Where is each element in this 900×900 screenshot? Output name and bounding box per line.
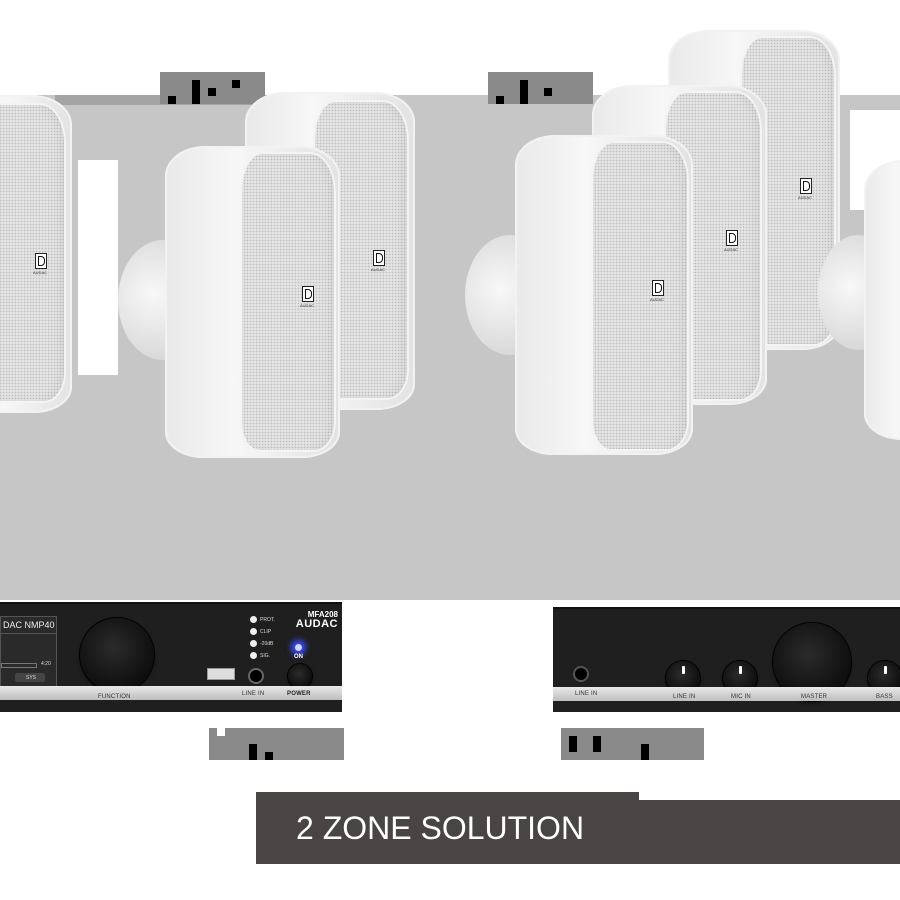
led-clip [250,628,257,635]
power-led [295,644,302,651]
speaker-2: AUDAC [165,146,340,458]
amplifier-right: LINE IN LINE IN MIC IN MASTER BASS [553,607,900,712]
display-progress [1,663,37,668]
line-in-jack[interactable] [573,666,589,682]
amplifier-left: DAC NMP40 4:20 SYS PROT. CLIP -20dB SIG.… [0,602,342,712]
front-strip: LINE IN LINE IN MIC IN MASTER BASS [553,687,900,701]
led-20db [250,640,257,647]
audac-logo-icon: AUDAC [650,280,664,302]
speaker-group-label-right [488,72,593,104]
speaker-1: AUDAC [0,95,72,413]
power-indicator-label: ON [294,654,303,660]
banner-title: 2 ZONE SOLUTION [296,810,585,846]
audac-logo-icon: AUDAC [300,286,314,308]
speaker-grille [0,103,66,403]
sys-button[interactable]: SYS [15,673,45,682]
speaker-partial-right [864,160,900,440]
amplifier-label-left [209,728,344,760]
led-prot [250,616,257,623]
audac-logo-icon: AUDAC [798,178,812,200]
audac-logo-icon: AUDAC [33,253,47,275]
display-panel: DAC NMP40 4:20 SYS [0,616,57,688]
amplifier-label-right [561,728,704,760]
audac-logo-icon: AUDAC [724,230,738,252]
function-knob[interactable] [80,618,154,692]
audac-logo-icon: AUDAC [371,250,385,272]
brand-logo: AUDAC [295,618,338,630]
usb-port[interactable] [207,668,235,680]
speaker-grille [591,141,689,451]
power-button[interactable] [288,664,312,688]
backdrop-white-left [78,160,118,375]
led-sig [250,652,257,659]
front-strip: FUNCTION LINE IN POWER [0,686,342,700]
solution-banner: 2 ZONE SOLUTION [256,792,900,864]
model-label: MFA208 [307,610,338,619]
banner-notch [639,792,900,800]
display-title: DAC NMP40 [3,620,55,630]
speaker-group-label-left [160,72,265,104]
line-in-jack[interactable] [248,668,264,684]
speaker-4: AUDAC [515,135,693,455]
speaker-grille [240,152,336,452]
